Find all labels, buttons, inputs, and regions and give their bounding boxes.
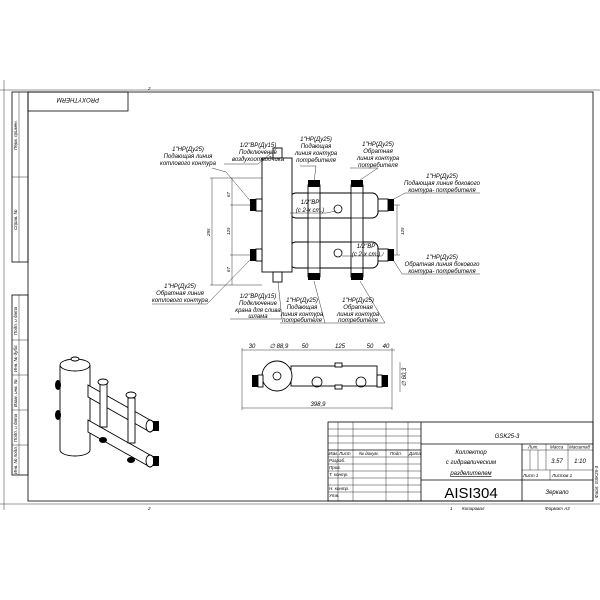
drawing-text: Масштаб	[569, 445, 590, 450]
drawing-text: контура- потребителя	[408, 269, 476, 275]
drawing-text: Утв.	[329, 493, 339, 498]
drawing-text: 295	[206, 228, 211, 237]
drawing-text: Подающая	[301, 144, 332, 150]
drawing-name: Коллектор	[455, 450, 487, 456]
top-view: 30 ∅ 88,9 50 125 50 40 398,9 ∅ 60,3	[241, 343, 408, 410]
sheet-mark-top: 2	[147, 86, 151, 91]
copied-label: Копировал	[462, 506, 485, 511]
drawing-text: линия контура	[294, 151, 338, 157]
drawing-text: 50	[367, 344, 374, 350]
drawing-text: Листов 1	[551, 473, 573, 478]
sheet-mark-bottom: 2	[147, 506, 151, 511]
drawing-text: воздухоотводчика	[232, 157, 285, 163]
format-label: Формат А3	[545, 506, 570, 511]
drawing-text: потребителя	[338, 318, 378, 324]
drawing-text: линия контура	[356, 156, 400, 162]
isometric-view	[55, 356, 159, 468]
drawing-text: 1"НР(Ду25)	[426, 174, 458, 180]
drawing-text: Подп. и дата	[13, 306, 18, 335]
drawing-text: 1/2"ВР	[301, 200, 319, 206]
drawing-text: линия контура	[280, 312, 324, 318]
drawing-text: Обратная линия бокового	[405, 262, 481, 268]
drawing-text: Н. контр.	[329, 486, 349, 491]
drawing-text: Подающая линия бокового	[404, 181, 481, 187]
drawing-text: Разраб.	[329, 458, 345, 463]
left-strip: Перв. примен. Справ. № Подп. и дата Инв.…	[11, 91, 29, 476]
drawing-text: 125	[226, 227, 231, 235]
drawing-text: 1/2"ВР	[357, 244, 375, 250]
drawing-text: Подающая линия	[164, 154, 214, 160]
drawing-text: Обратная	[343, 305, 373, 311]
brand-box	[27, 91, 129, 112]
drawing-text: Пров.	[329, 465, 341, 470]
material-label: AISI304	[444, 485, 497, 502]
drawing-text: 1/2"ВР(Ду15)	[240, 294, 276, 300]
drawing-text: Подп.	[390, 451, 402, 456]
finish-label: Зеркало	[545, 490, 569, 496]
drawing-text: Дата	[408, 451, 421, 456]
drawing-text: 30	[249, 344, 256, 350]
drawing-text: крана для слива	[235, 308, 281, 314]
drawing-text: 1"НР(Ду25)	[362, 142, 394, 148]
title-block: Изм. Лист № докум. Подп. Дата Разраб. Пр…	[327, 421, 594, 502]
drawing-text: № докум.	[359, 451, 379, 456]
drawing-text: Обратная линия	[156, 291, 205, 297]
drawing-text: Инв. № дубл.	[13, 344, 18, 372]
drawing-text: (с 2-х ст.)	[296, 208, 324, 214]
drawing-text: Инв. № подл.	[13, 446, 18, 474]
drawing-text: Взам. инв. №	[13, 379, 18, 407]
drawing-text: потребителя	[358, 163, 398, 169]
file-label: Файл: GSK25-3	[593, 465, 599, 498]
hydraulic-separator	[261, 157, 293, 273]
mass-value: 3.57	[551, 459, 563, 465]
drawing-text: котлового контура	[152, 298, 209, 304]
drawing-text: ∅ 88,9	[270, 343, 289, 350]
drawing-text: 1"НР(Ду25)	[286, 298, 318, 304]
drawing-text: Подающая	[287, 305, 318, 311]
drawing-text: Перв. примен.	[13, 120, 18, 150]
drawing-text: разделителем	[449, 471, 491, 477]
drawing-text: с гидравлическим	[446, 460, 496, 466]
drawing-text: Подключение	[239, 301, 278, 307]
drawing-text: Лист 1	[522, 473, 539, 478]
drawing-text: Изм.	[329, 451, 339, 456]
drawing-text: потребителя	[296, 158, 336, 164]
drawing-text: 1	[450, 506, 453, 511]
drawing-text: 398,9	[310, 402, 326, 408]
drawing-text: 1"НР(Ду25)	[164, 284, 196, 290]
drawing-text: 1"НР(Ду25)	[342, 298, 374, 304]
drawing-text: Лист	[338, 451, 351, 456]
drawing-text: линия контура	[336, 312, 380, 318]
drawing-text: шлама	[248, 314, 268, 320]
drawing-text: 67	[226, 191, 231, 197]
drawing-text: 1"НР(Ду25)	[426, 255, 458, 261]
drawing-text: Т. контр.	[329, 472, 348, 477]
drawing-text: Подп. и дата	[13, 413, 18, 442]
drawing-text: Подключение	[239, 150, 278, 156]
drawing-text: котлового контура	[160, 161, 217, 167]
drawing-text: Лит.	[527, 445, 539, 450]
drawing-text: 1"НР(Ду25)	[172, 147, 204, 153]
drawing-text: Обратная	[363, 149, 393, 155]
drawing-text: Масса	[550, 445, 564, 450]
drawing-text: 40	[383, 344, 390, 350]
drawing-text: 125	[400, 227, 405, 235]
front-view: 67 125 67 295 125 1"НР(Ду25) Подающая ли…	[152, 137, 481, 324]
drawing-designation: GSK25-3	[495, 434, 520, 440]
drawing-text: 1"НР(Ду25)	[300, 137, 332, 143]
drawing-text: (с 2-х ст.)	[352, 252, 380, 258]
drawing-text: 67	[226, 266, 231, 272]
drawing-text: 1/2"ВР(Ду15)	[240, 143, 276, 149]
drawing-text: 50	[302, 344, 309, 350]
drawing-text: ∅ 60,3	[401, 367, 408, 386]
drawing-text: Справ. №	[13, 209, 18, 230]
drawing-text: 125	[335, 344, 346, 350]
drawing-text: потребителя	[282, 318, 322, 324]
brand-logo-text: PROXYTHERM	[57, 96, 99, 102]
scale-value: 1:10	[574, 459, 586, 465]
drawing-text: контура- потребителя	[408, 188, 476, 194]
